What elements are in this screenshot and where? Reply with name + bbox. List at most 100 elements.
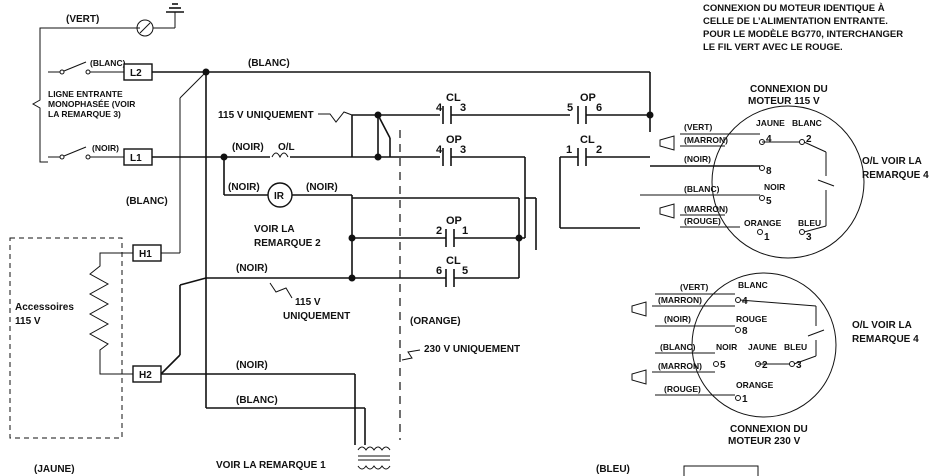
voir-remarque-1: VOIR LA REMARQUE 1 xyxy=(216,460,326,471)
svg-text:115 V: 115 V xyxy=(15,316,41,327)
svg-text:1: 1 xyxy=(742,394,748,405)
noir-line: (NOIR) O/L 4 OP 3 xyxy=(152,134,526,238)
svg-text:NOIR: NOIR xyxy=(764,182,785,192)
ol-label: O/L xyxy=(278,142,295,153)
blanc-bus-label: (BLANC) xyxy=(248,58,290,69)
ligne-entrante-2: MONOPHASÉE (VOIR xyxy=(48,99,135,109)
blanc-bus: (BLANC) (BLANC) (BLANC) xyxy=(126,58,654,445)
svg-text:(VERT): (VERT) xyxy=(684,122,713,132)
svg-text:(NOIR): (NOIR) xyxy=(684,154,711,164)
svg-text:BLEU: BLEU xyxy=(798,218,821,228)
voir-remarque-2-b: REMARQUE 2 xyxy=(254,238,321,249)
svg-text:5: 5 xyxy=(720,360,726,371)
motor230-title-2: MOTEUR 230 V xyxy=(728,436,801,447)
svg-text:5: 5 xyxy=(462,265,468,277)
top-note-line-3: POUR LE MODÈLE BG770, INTERCHANGER xyxy=(703,29,903,40)
v115-split-2: UNIQUEMENT xyxy=(283,311,350,322)
vert-label: (VERT) xyxy=(66,14,99,25)
motor230-ol-note-2: REMARQUE 4 xyxy=(852,334,919,345)
svg-text:4: 4 xyxy=(436,144,443,156)
svg-text:5: 5 xyxy=(567,102,573,114)
motor115-ol-note-1: O/L VOIR LA xyxy=(862,156,922,167)
svg-text:4: 4 xyxy=(766,134,772,145)
svg-text:5: 5 xyxy=(766,196,772,207)
svg-text:2: 2 xyxy=(596,144,602,156)
svg-text:IR: IR xyxy=(274,191,285,202)
h2-noir-lower: (NOIR) xyxy=(236,360,268,371)
overload-icon xyxy=(271,152,289,159)
svg-text:(MARRON): (MARRON) xyxy=(658,361,702,371)
ground-screw-slot xyxy=(139,22,151,34)
motor-230v: (VERT) (MARRON) (NOIR) (BLANC) (MARRON) … xyxy=(631,272,919,447)
ir-noir-right: (NOIR) xyxy=(306,182,338,193)
motor115-circle xyxy=(711,105,865,259)
cl-right: CL xyxy=(580,134,595,146)
cl-mid: CL xyxy=(446,255,461,267)
cl-motor-switch: 1 CL 2 xyxy=(525,115,651,250)
top-note-line-2: CELLE DE L’ALIMENTATION ENTRANTE. xyxy=(703,16,888,27)
motor230-circle xyxy=(691,272,837,418)
svg-text:(BLANC): (BLANC) xyxy=(684,184,720,194)
accessory-coil-icon xyxy=(88,252,133,375)
l2-blanc-label: (BLANC) xyxy=(90,58,126,68)
svg-text:(NOIR): (NOIR) xyxy=(664,314,691,324)
l1-noir-label: (NOIR) xyxy=(92,143,119,153)
svg-text:(ROUGE): (ROUGE) xyxy=(664,384,701,394)
bleu-bottom: (BLEU) xyxy=(596,464,630,475)
h2-lines: (NOIR) 115 V UNIQUEMENT xyxy=(160,277,356,445)
plug-icon-1 xyxy=(659,135,675,151)
incoming-line: (VERT) (BLANC) (NOIR) LIGNE ENTRANTE MON… xyxy=(31,3,184,163)
svg-text:L1: L1 xyxy=(130,153,142,164)
lower-contactors: 2 OP 1 (NOIR) 6 CL 5 xyxy=(206,197,525,287)
ir-circuit: IR (NOIR) (NOIR) VOIR LA REMARQUE 2 xyxy=(223,157,353,278)
svg-text:(BLANC): (BLANC) xyxy=(660,342,696,352)
accessories-box xyxy=(9,237,123,439)
svg-text:4: 4 xyxy=(436,102,443,114)
svg-text:BLEU: BLEU xyxy=(784,342,807,352)
line-brace xyxy=(31,27,48,163)
voir-remarque-2-a: VOIR LA xyxy=(254,224,295,235)
op-upper: OP xyxy=(446,134,462,146)
svg-text:JAUNE: JAUNE xyxy=(748,342,777,352)
v115-uniquement-top: 115 V UNIQUEMENT xyxy=(218,110,314,121)
svg-text:BLANC: BLANC xyxy=(738,280,768,290)
svg-text:3: 3 xyxy=(796,360,802,371)
top-note-line-4: LE FIL VERT AVEC LE ROUGE. xyxy=(703,42,843,53)
top-contactors: 4 CL 3 5 OP 6 115 V UNIQUEMENT xyxy=(218,92,650,157)
svg-text:BLANC: BLANC xyxy=(792,118,822,128)
svg-text:ORANGE: ORANGE xyxy=(736,380,774,390)
svg-text:1: 1 xyxy=(566,144,572,156)
svg-text:2: 2 xyxy=(436,225,442,237)
l1-switch xyxy=(63,146,87,157)
motor115-ol-note-2: REMARQUE 4 xyxy=(862,170,929,181)
plug-icon-4 xyxy=(631,369,647,385)
transformer-icon xyxy=(357,446,391,470)
accessories: Accessoires 115 V xyxy=(9,237,133,439)
ir-noir-left: (NOIR) xyxy=(228,182,260,193)
svg-text:8: 8 xyxy=(766,166,772,177)
svg-text:2: 2 xyxy=(806,134,812,145)
terminals: L2 L1 H1 H2 xyxy=(123,63,162,383)
op-top: OP xyxy=(580,92,596,104)
motor115-ol-switch xyxy=(817,179,835,187)
svg-text:Accessoires: Accessoires xyxy=(15,302,74,313)
svg-text:3: 3 xyxy=(460,102,466,114)
cl-top: CL xyxy=(446,92,461,104)
svg-text:H1: H1 xyxy=(139,249,152,260)
top-note-line-1: CONNEXION DU MOTEUR IDENTIQUE À xyxy=(703,3,885,14)
svg-text:4: 4 xyxy=(742,296,748,307)
motor115-title-1: CONNEXION DU xyxy=(750,84,828,95)
svg-text:(MARRON): (MARRON) xyxy=(658,295,702,305)
svg-text:ROUGE: ROUGE xyxy=(736,314,768,324)
l2-switch xyxy=(63,61,87,72)
motor230-ol-note-1: O/L VOIR LA xyxy=(852,320,912,331)
motor230-ol-switch xyxy=(807,329,825,337)
noir-ol-label: (NOIR) xyxy=(232,142,264,153)
top-note: CONNEXION DU MOTEUR IDENTIQUE À CELLE DE… xyxy=(703,3,903,53)
plug-icon-2 xyxy=(659,203,675,219)
svg-text:NOIR: NOIR xyxy=(716,342,737,352)
svg-text:1: 1 xyxy=(764,232,770,243)
svg-text:(VERT): (VERT) xyxy=(680,282,709,292)
svg-text:6: 6 xyxy=(436,265,442,277)
motor-115v: CONNEXION DU MOTEUR 115 V (VERT) (MARRON… xyxy=(640,84,929,259)
